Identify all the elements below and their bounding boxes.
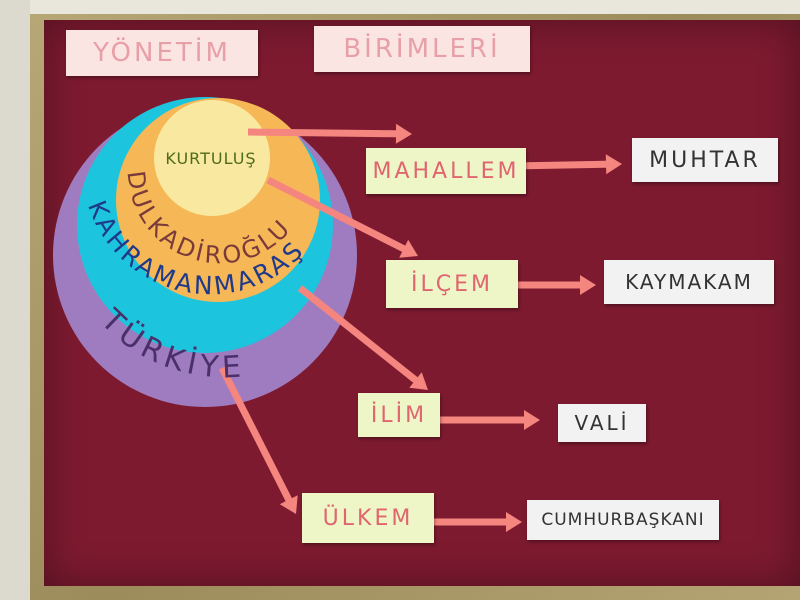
arrow-mahallem-to-muhtar	[511, 154, 622, 175]
arrow-dulkadiroglu-to-ilcem	[266, 176, 418, 258]
unit-card-mahallem: MAHALLEM	[366, 148, 526, 194]
arrow-kahramanmaras-to-ilim	[297, 285, 428, 390]
leader-card-muhtar: MUHTAR	[632, 138, 778, 182]
title-word-1: YÖNETİM	[93, 38, 231, 68]
title-card-yonetim: YÖNETİM	[66, 30, 258, 76]
title-card-birimleri: BİRİMLERİ	[314, 26, 530, 72]
unit-label: ÜLKEM	[322, 505, 414, 531]
leader-label: KAYMAKAM	[625, 270, 753, 294]
leader-label: VALİ	[574, 411, 630, 435]
arrow-ulkem-to-cumhurbaskani	[420, 512, 522, 532]
arrow-ilcem-to-kaymakam	[490, 275, 596, 295]
leader-label: MUHTAR	[649, 147, 761, 173]
leader-card-kaymakam: KAYMAKAM	[604, 260, 774, 304]
leader-card-vali: VALİ	[558, 404, 646, 442]
wall-top	[0, 0, 800, 14]
unit-label: İLİM	[370, 402, 428, 428]
arrow-ilim-to-vali	[432, 410, 540, 430]
unit-label: MAHALLEM	[372, 158, 520, 184]
unit-card-ilim: İLİM	[358, 393, 440, 437]
label-kurtulus: KURTULUŞ	[165, 149, 256, 168]
arrow-turkiye-to-ulkem	[218, 366, 298, 514]
leader-card-cumhurbaskani: CUMHURBAŞKANI	[527, 500, 719, 540]
unit-label: İLÇEM	[411, 271, 493, 297]
arrow-kurtulus-to-mahallem	[248, 123, 412, 144]
unit-card-ilcem: İLÇEM	[386, 260, 518, 308]
leader-label: CUMHURBAŞKANI	[541, 510, 705, 530]
title-word-2: BİRİMLERİ	[343, 34, 501, 64]
arrows-group	[218, 123, 622, 532]
circle-kurtulus	[154, 100, 270, 216]
unit-card-ulkem: ÜLKEM	[302, 493, 434, 543]
wall-left	[0, 0, 30, 600]
